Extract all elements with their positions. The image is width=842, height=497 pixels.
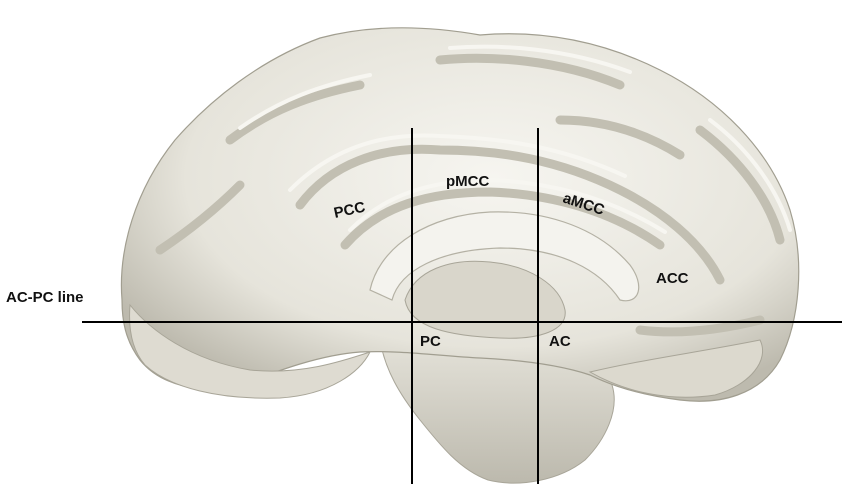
- hemisphere-outline: [121, 28, 798, 401]
- acc-label: ACC: [656, 270, 689, 287]
- ac-label: AC: [549, 333, 571, 350]
- pmcc-label: pMCC: [446, 173, 489, 190]
- pc-label: PC: [420, 333, 441, 350]
- acpc-line-label: AC-PC line: [6, 289, 84, 306]
